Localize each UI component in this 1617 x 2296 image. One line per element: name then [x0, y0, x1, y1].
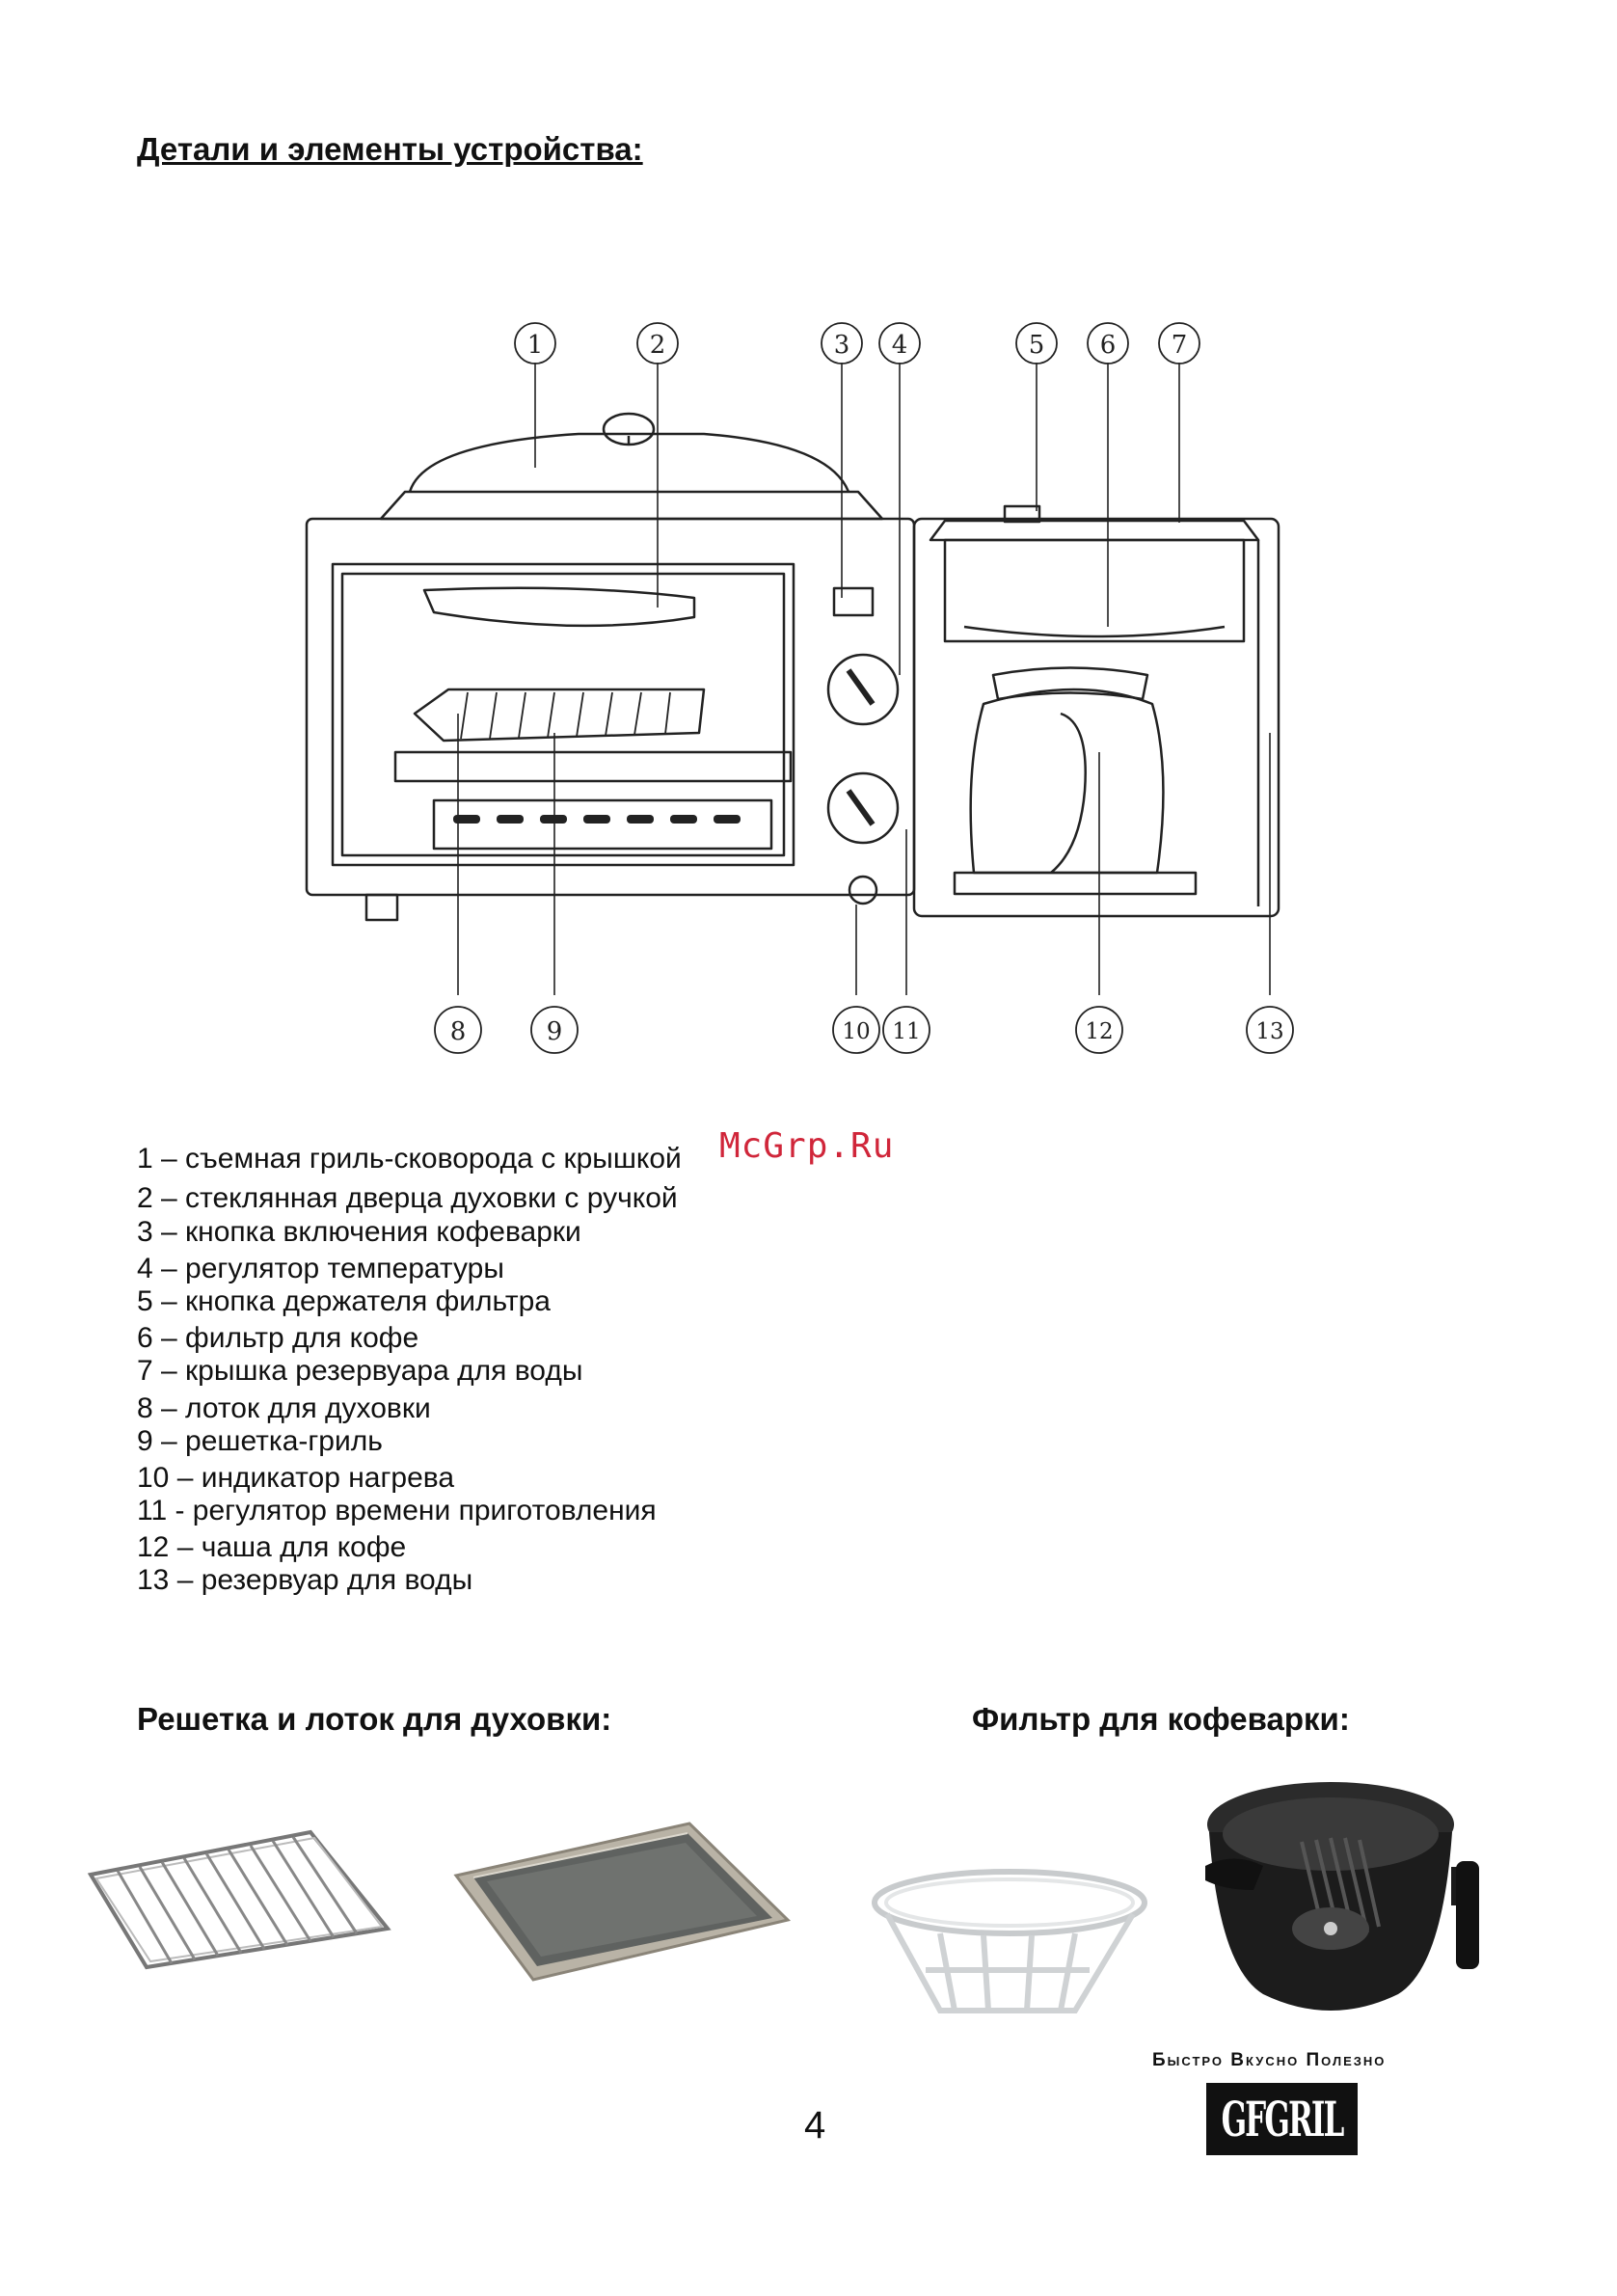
list-item: 13 – резервуар для воды — [137, 1564, 473, 1596]
oven-tray-image — [453, 1822, 791, 1982]
list-item: 11 - регулятор времени приготовления — [137, 1495, 657, 1526]
filter-insert-image — [872, 1869, 1147, 2013]
door-handle — [422, 586, 696, 628]
accessories-heading: Решетка и лоток для духовки: — [137, 1701, 612, 1737]
list-item: 9 – решетка-гриль — [137, 1425, 383, 1457]
lid-knob — [602, 412, 656, 446]
brand-logo: GFGRIL — [1206, 2083, 1358, 2155]
list-item: 3 – кнопка включения кофеварки — [137, 1216, 581, 1248]
page-heading: Детали и элементы устройства: — [137, 131, 643, 167]
list-item: 12 – чаша для кофе — [137, 1531, 407, 1563]
callout-1: 1 — [527, 331, 544, 360]
coffee-maker-body — [912, 517, 1280, 918]
grill-rack — [413, 688, 706, 743]
callout-7: 7 — [1172, 331, 1188, 360]
callout-4: 4 — [892, 331, 908, 360]
list-item: 6 – фильтр для кофе — [137, 1322, 419, 1354]
callout-12: 12 — [1085, 1019, 1113, 1044]
watermark[interactable]: McGrp.Ru — [719, 1126, 895, 1166]
list-item: 7 – крышка резервуара для воды — [137, 1355, 583, 1387]
grill-pan — [379, 490, 884, 521]
coffee-carafe — [969, 688, 1165, 875]
list-item: 4 – регулятор температуры — [137, 1253, 504, 1284]
callout-5: 5 — [1029, 331, 1045, 360]
callout-10: 10 — [842, 1019, 870, 1044]
filter-holder-image — [1205, 1782, 1479, 2011]
heat-indicator — [848, 875, 878, 905]
filter-heading: Фильтр для кофеварки: — [972, 1701, 1350, 1737]
callout-11: 11 — [892, 1019, 920, 1044]
callout-13: 13 — [1255, 1019, 1283, 1044]
list-item: 1 – съемная гриль-сковорода с крышкой — [137, 1143, 682, 1175]
list-item: 8 – лоток для духовки — [137, 1392, 431, 1424]
appliance-diagram: 1 2 3 4 5 6 7 8 9 10 11 12 13 — [305, 322, 1294, 1054]
list-item: 2 – стеклянная дверца духовки с ручкой — [137, 1182, 678, 1214]
coffee-filter — [943, 538, 1246, 643]
page-number: 4 — [804, 2104, 826, 2147]
oven-door — [331, 562, 795, 867]
callout-6: 6 — [1100, 331, 1117, 360]
coffee-switch — [832, 586, 875, 617]
brand-slogan: Быстро Вкусно Полезно — [1152, 2050, 1387, 2070]
water-tank-lid — [929, 519, 1260, 542]
list-item: 10 – индикатор нагрева — [137, 1462, 455, 1494]
callout-8: 8 — [450, 1017, 467, 1046]
temperature-knob — [826, 653, 900, 726]
filter-holder-button — [1003, 504, 1041, 524]
grill-lid — [408, 432, 850, 493]
callout-3: 3 — [834, 331, 850, 360]
list-item: 5 – кнопка держателя фильтра — [137, 1285, 551, 1317]
oven-tray — [393, 750, 793, 783]
callout-9: 9 — [547, 1017, 563, 1046]
oven-rack-image — [87, 1829, 391, 1970]
timer-knob — [826, 771, 900, 845]
callout-2: 2 — [650, 331, 666, 360]
